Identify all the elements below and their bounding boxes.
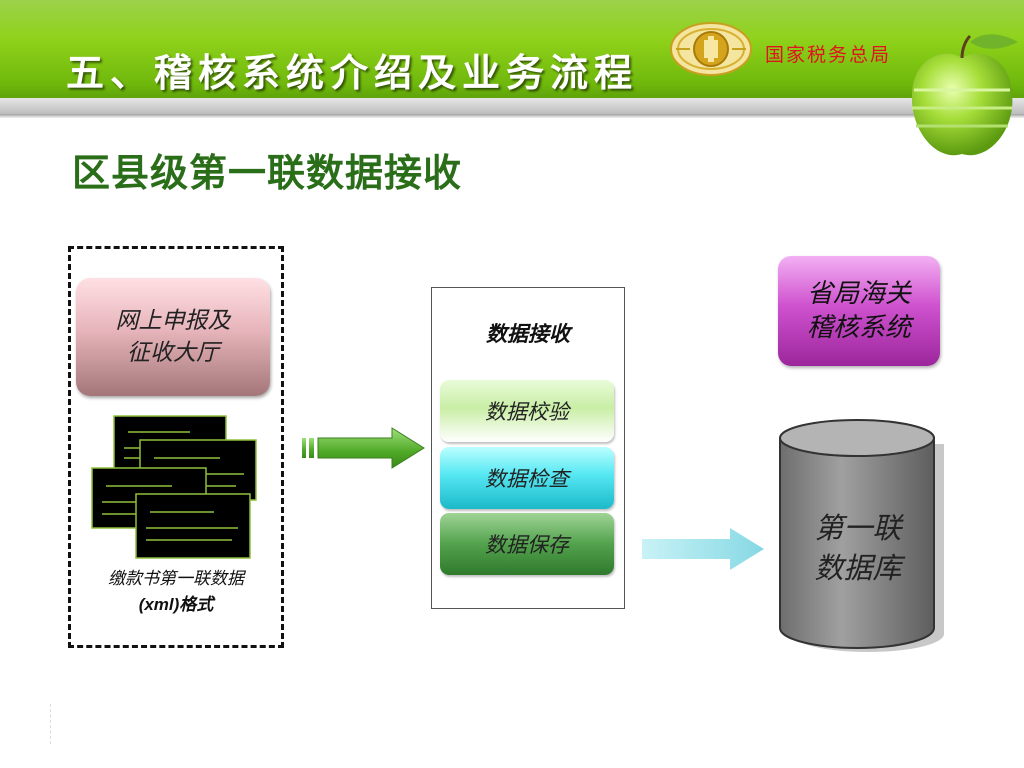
right-arrow-icon	[302, 427, 425, 469]
step-data-inspection: 数据检查	[440, 447, 614, 509]
xml-document-caption: 缴款书第一联数据 (xml)格式	[72, 566, 280, 618]
header-bar	[0, 0, 1024, 112]
database-cylinder-icon	[779, 419, 944, 652]
slide-section-title: 五、稽核系统介绍及业务流程	[66, 50, 639, 95]
customs-label-line1: 省局海关	[806, 279, 911, 309]
source-group-frame	[68, 246, 284, 648]
header-divider-edge	[0, 114, 1024, 118]
doc-caption-line2: (xml)格式	[138, 595, 214, 614]
slide-subtitle: 区县级第一联数据接收	[72, 151, 463, 195]
hall-label-line2: 征收大厅	[127, 340, 219, 366]
step-data-saving: 数据保存	[440, 513, 614, 575]
green-apple-icon	[911, 34, 1018, 156]
customs-label-line2: 稽核系统	[806, 313, 911, 343]
document-screens-icon	[91, 415, 257, 559]
doc-caption-line1: 缴款书第一联数据	[108, 569, 244, 589]
margin-guide	[50, 704, 51, 744]
right-arrow-icon	[642, 528, 764, 570]
header-divider	[0, 98, 1024, 114]
header-shine	[0, 0, 1024, 40]
provincial-customs-audit-system-box: 省局海关 稽核系统	[778, 256, 940, 366]
step-data-validation: 数据校验	[440, 380, 614, 442]
hall-label-line1: 网上申报及	[115, 308, 231, 334]
tax-emblem-icon	[670, 22, 752, 76]
agency-name: 国家税务总局	[765, 44, 892, 66]
db-label-line1: 第一联	[814, 511, 902, 545]
data-receive-title: 数据接收	[486, 321, 570, 346]
online-declaration-hall-box: 网上申报及 征收大厅	[76, 278, 270, 396]
first-copy-database-label: 第一联 数据库	[780, 508, 936, 588]
db-label-line2: 数据库	[814, 551, 902, 585]
